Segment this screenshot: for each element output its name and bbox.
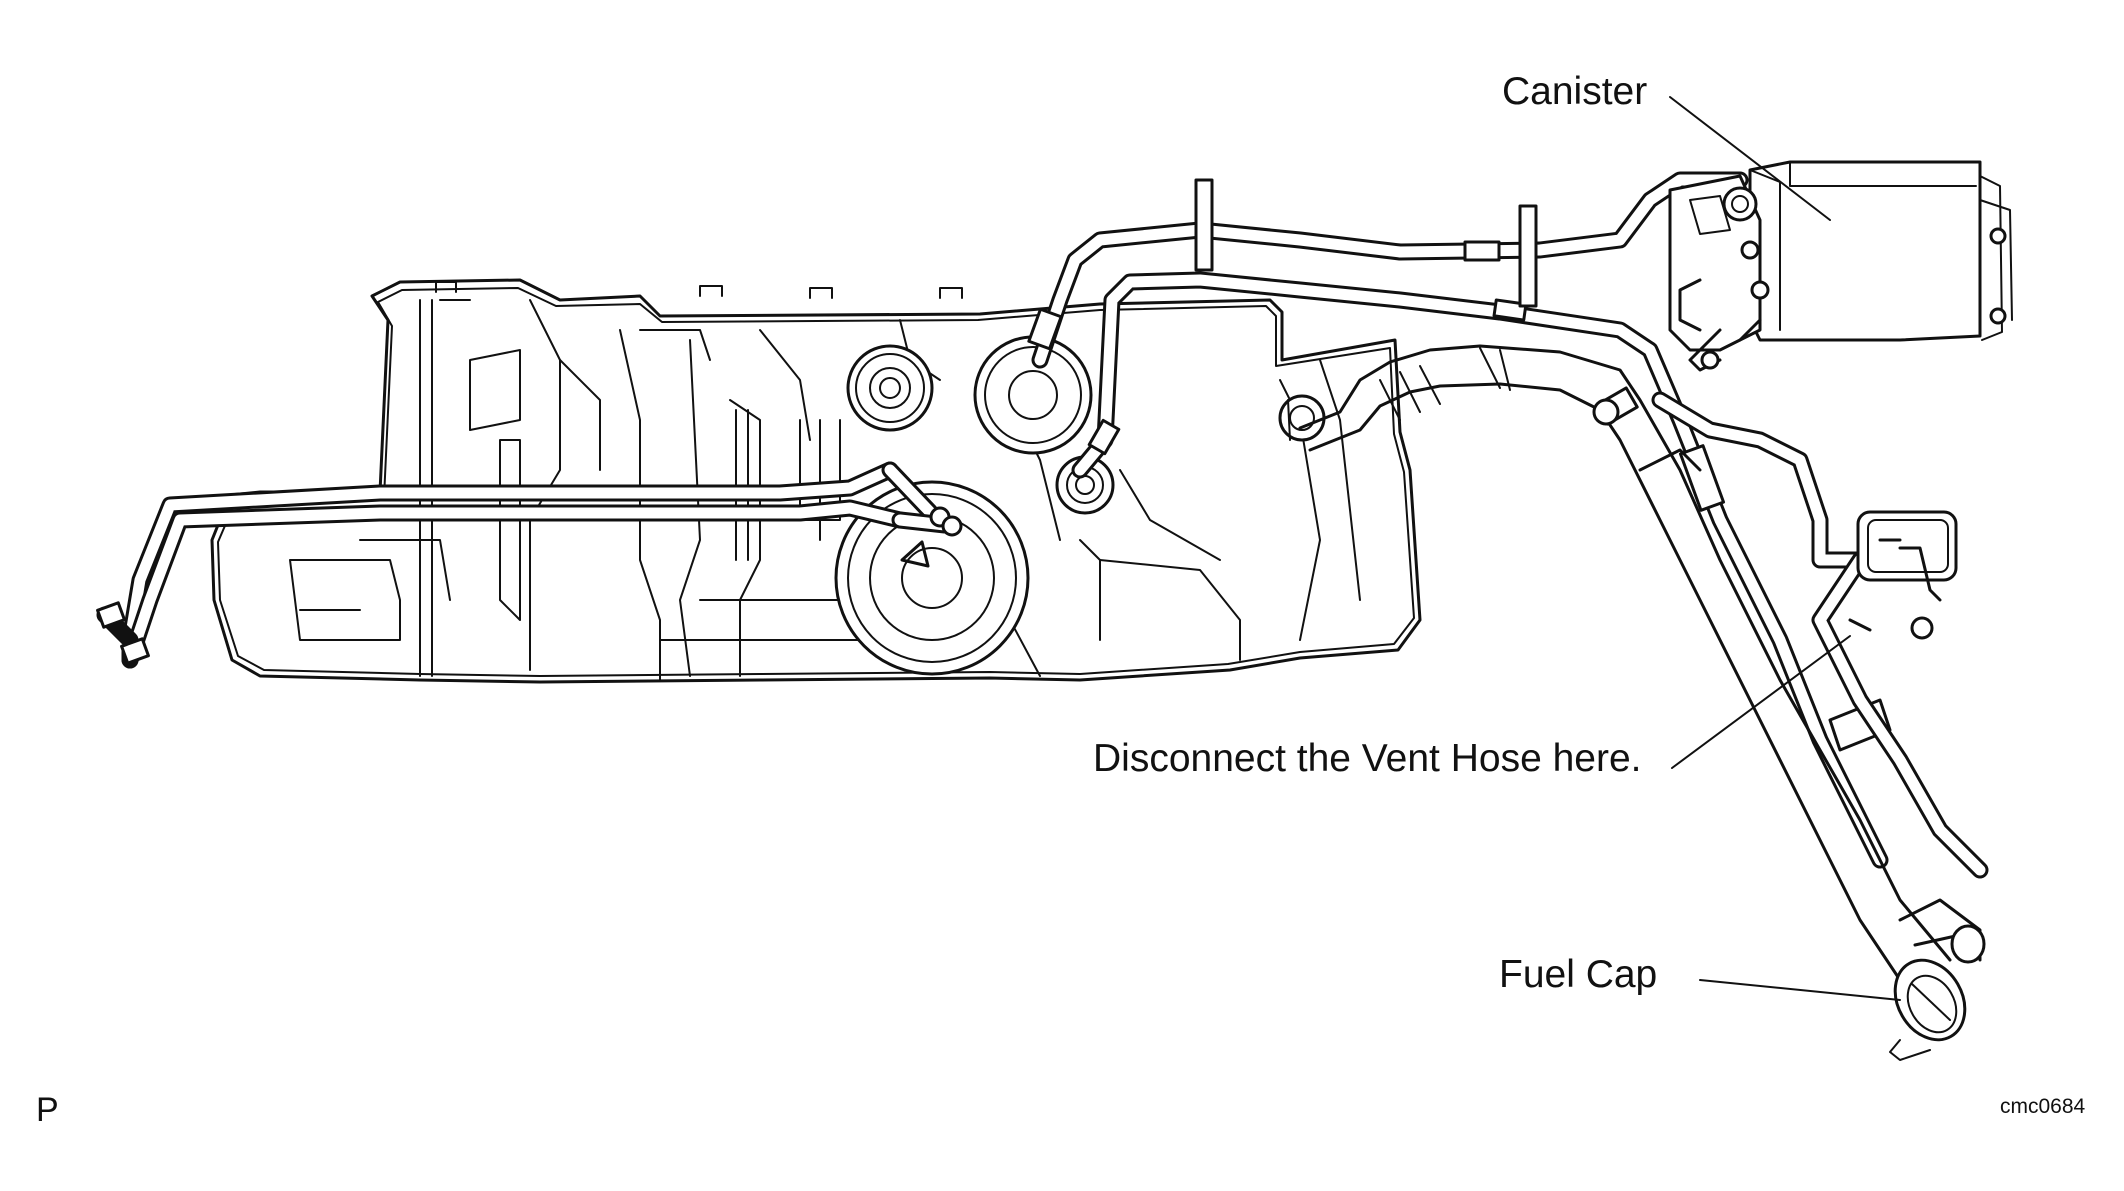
leader-lines — [1669, 96, 1901, 1001]
vent-hose-label: Disconnect the Vent Hose here. — [1093, 737, 1642, 780]
figure-id: cmc0684 — [2000, 1095, 2086, 1118]
fuel-cap-label: Fuel Cap — [1499, 953, 1658, 996]
canister-assembly — [1668, 160, 2013, 372]
fuel-cap — [1889, 898, 1986, 1061]
fuel-lines — [96, 461, 963, 669]
filler-neck — [1298, 344, 1952, 982]
left-code: P — [36, 1091, 59, 1129]
fuel-pump-unit — [834, 335, 1326, 676]
vent-hose — [1651, 391, 1989, 879]
canister-label: Canister — [1502, 70, 1648, 113]
fuel-tank — [210, 278, 1422, 684]
vent-tubes — [1027, 171, 1889, 869]
